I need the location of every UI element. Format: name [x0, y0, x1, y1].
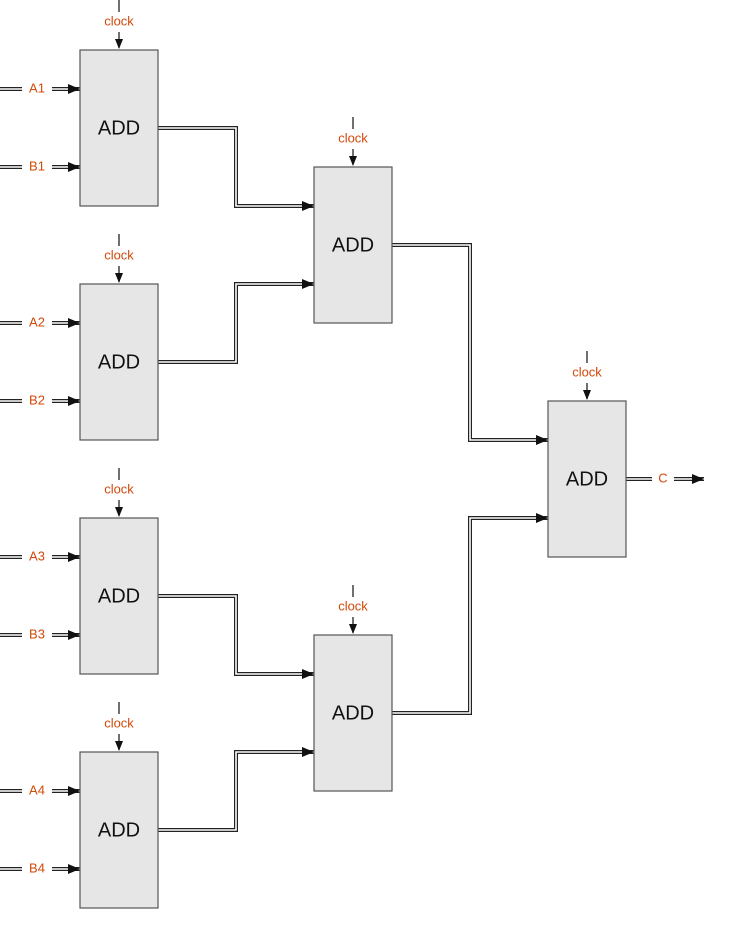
input-wire-a1-arrowhead [68, 84, 80, 94]
bus-add6-to-add7 [392, 513, 548, 715]
clock-label: clock [104, 481, 134, 496]
input-label-b4: B4 [29, 860, 45, 875]
input-label-a4: A4 [29, 782, 45, 797]
clock-label: clock [572, 364, 602, 379]
adder-box [79, 517, 159, 675]
input-wire-b1 [52, 162, 80, 172]
adder-label: ADD [98, 819, 140, 841]
bus-add3-to-add6 [158, 594, 314, 679]
wires [0, 84, 704, 874]
input-wire-a3-arrowhead [68, 552, 80, 562]
adder-block: ADD [79, 283, 159, 441]
adder-label: ADD [332, 702, 374, 724]
adder-box [79, 751, 159, 909]
output-label-c: C [658, 470, 667, 485]
adder-label: ADD [98, 585, 140, 607]
clock-input: clock [338, 117, 368, 166]
bus-add5-to-add7 [392, 243, 548, 445]
input-label-b2: B2 [29, 392, 45, 407]
input-wire-a4 [52, 786, 80, 796]
bus-add6-to-add7-arrowhead [536, 513, 548, 523]
clock-label: clock [104, 247, 134, 262]
adder-block: ADD [313, 634, 393, 792]
adder-box [79, 49, 159, 207]
input-label-a2: A2 [29, 314, 45, 329]
adder-label: ADD [566, 468, 608, 490]
adder-label: ADD [98, 117, 140, 139]
adder-block: ADD [79, 751, 159, 909]
bus-add2-to-add5-arrowhead [302, 279, 314, 289]
clock-input: clock [338, 585, 368, 634]
adder-box [313, 634, 393, 792]
adder-label: ADD [98, 351, 140, 373]
input-label-a3: A3 [29, 548, 45, 563]
adder-box [79, 283, 159, 441]
clock-input: clock [104, 0, 134, 49]
clock-input: clock [104, 234, 134, 283]
bus-add4-to-add6-arrowhead [302, 747, 314, 757]
adder-label: ADD [332, 234, 374, 256]
input-wire-b4-arrowhead [68, 864, 80, 874]
input-wire-a3 [52, 552, 80, 562]
adders: ADD ADD ADD ADD ADD ADD ADD [79, 49, 627, 909]
input-wire-a1 [52, 84, 80, 94]
clock-label: clock [338, 598, 368, 613]
input-wire-b4 [52, 864, 80, 874]
input-wire-a2-arrowhead [68, 318, 80, 328]
input-wire-b2-arrowhead [68, 396, 80, 406]
clock-label: clock [104, 13, 134, 28]
input-label-b1: B1 [29, 158, 45, 173]
output-wire-c-arrowhead [692, 474, 704, 484]
adder-block: ADD [79, 49, 159, 207]
bus-add5-to-add7-arrowhead [536, 435, 548, 445]
input-wire-b3 [52, 630, 80, 640]
adder-box [547, 400, 627, 558]
input-wire-a2 [52, 318, 80, 328]
input-wire-a4-arrowhead [68, 786, 80, 796]
adder-block: ADD [79, 517, 159, 675]
labels: clockclockclockclockclockclockclockA1B1A… [29, 0, 668, 875]
bus-add3-to-add6-arrowhead [302, 669, 314, 679]
clock-input: clock [104, 702, 134, 751]
adder-block: ADD [313, 166, 393, 324]
clock-label: clock [104, 715, 134, 730]
output-wire-c [674, 474, 704, 484]
input-label-a1: A1 [29, 80, 45, 95]
bus-add1-to-add5-arrowhead [302, 201, 314, 211]
bus-add1-to-add5 [158, 126, 314, 211]
input-wire-b3-arrowhead [68, 630, 80, 640]
bus-add2-to-add5 [158, 279, 314, 364]
clock-input: clock [104, 468, 134, 517]
input-wire-b1-arrowhead [68, 162, 80, 172]
adder-box [313, 166, 393, 324]
bus-add4-to-add6 [158, 747, 314, 832]
adder-block: ADD [547, 400, 627, 558]
clock-input: clock [572, 351, 602, 400]
input-label-b3: B3 [29, 626, 45, 641]
clock-label: clock [338, 130, 368, 145]
input-wire-b2 [52, 396, 80, 406]
